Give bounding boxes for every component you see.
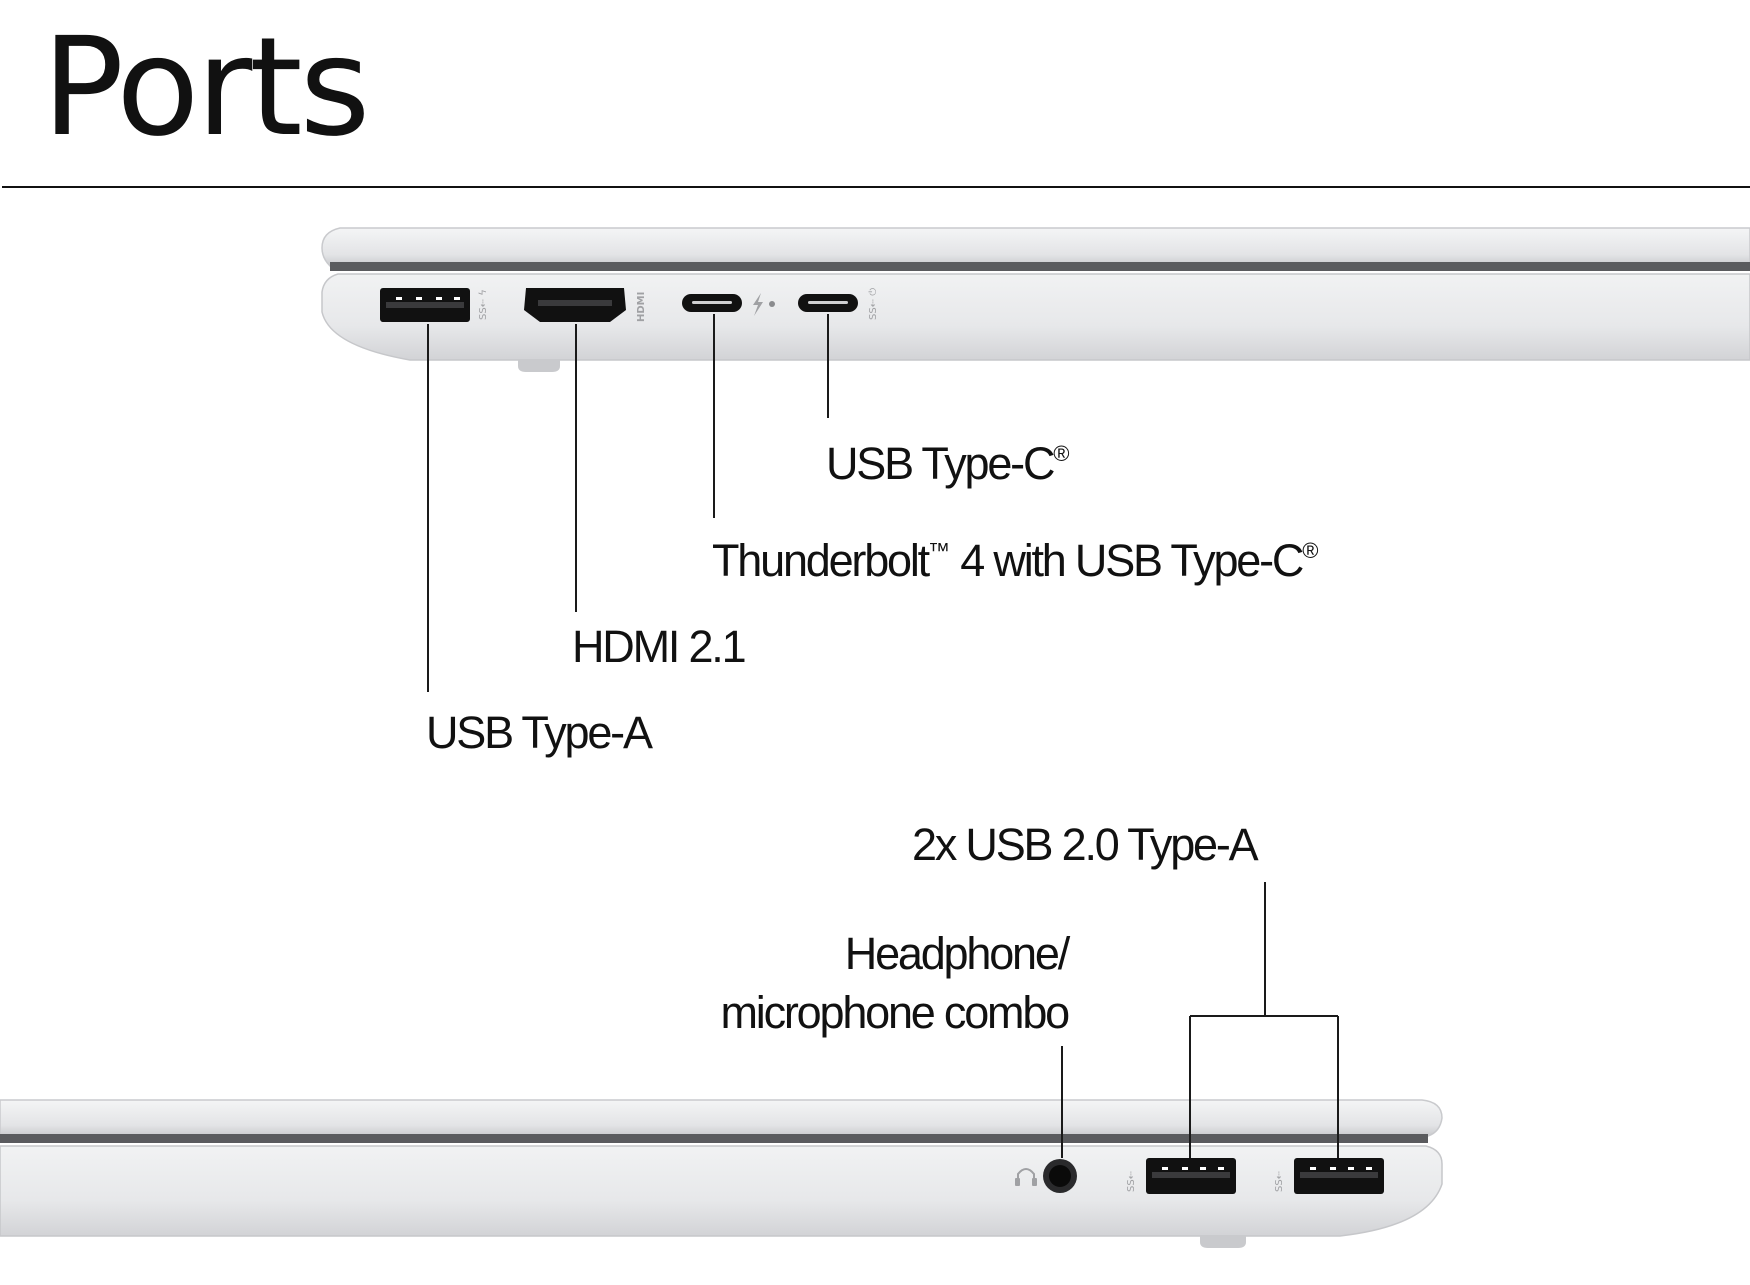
svg-text:SS⇠ ⏻: SS⇠ ⏻ [868, 288, 879, 320]
leader-lines-right-side [1061, 882, 1339, 1158]
callout-headphone: Headphone/ microphone combo [720, 928, 1071, 1038]
page-title: Ports [42, 9, 370, 167]
callout-thunderbolt: Thunderbolt™ 4 with USB Type-C® [712, 535, 1319, 586]
hdmi-port [524, 288, 626, 322]
laptop-right-side [0, 1099, 1443, 1248]
svg-text:SS⇠: SS⇠ [1126, 1170, 1137, 1192]
usb-a-port [380, 288, 470, 322]
usb-icon: SS⇠ [1274, 1170, 1285, 1192]
usb-icon: SS⇠ [1126, 1170, 1137, 1192]
callout-hdmi: HDMI 2.1 [572, 621, 747, 672]
laptop-left-side [321, 227, 1750, 372]
headphone-icon [1015, 1168, 1037, 1186]
thunderbolt-usb-c-port [682, 294, 742, 312]
power-delivery-icon: SS⇠ ⏻ [868, 288, 879, 320]
usb-2-0-port-2 [1294, 1158, 1384, 1194]
usb-c-port [798, 294, 858, 312]
headphone-jack [1043, 1159, 1077, 1193]
svg-text:SS⇠: SS⇠ [1274, 1170, 1285, 1192]
usb-ss-icon: SS⇠ ϟ [478, 289, 489, 320]
callout-usb-2-0: 2x USB 2.0 Type-A [912, 819, 1259, 870]
usb-2-0-port-1 [1146, 1158, 1236, 1194]
svg-text:SS⇠ ϟ: SS⇠ ϟ [478, 289, 489, 320]
title-divider [2, 186, 1750, 188]
svg-text:HDMI: HDMI [636, 292, 647, 322]
hdmi-logo-icon: HDMI [636, 292, 647, 322]
callout-usb-type-c: USB Type-C® [826, 438, 1070, 489]
thunderbolt-icon [753, 293, 775, 316]
callout-usb-type-a: USB Type-A [426, 707, 653, 758]
leader-lines-left-side [427, 314, 829, 692]
